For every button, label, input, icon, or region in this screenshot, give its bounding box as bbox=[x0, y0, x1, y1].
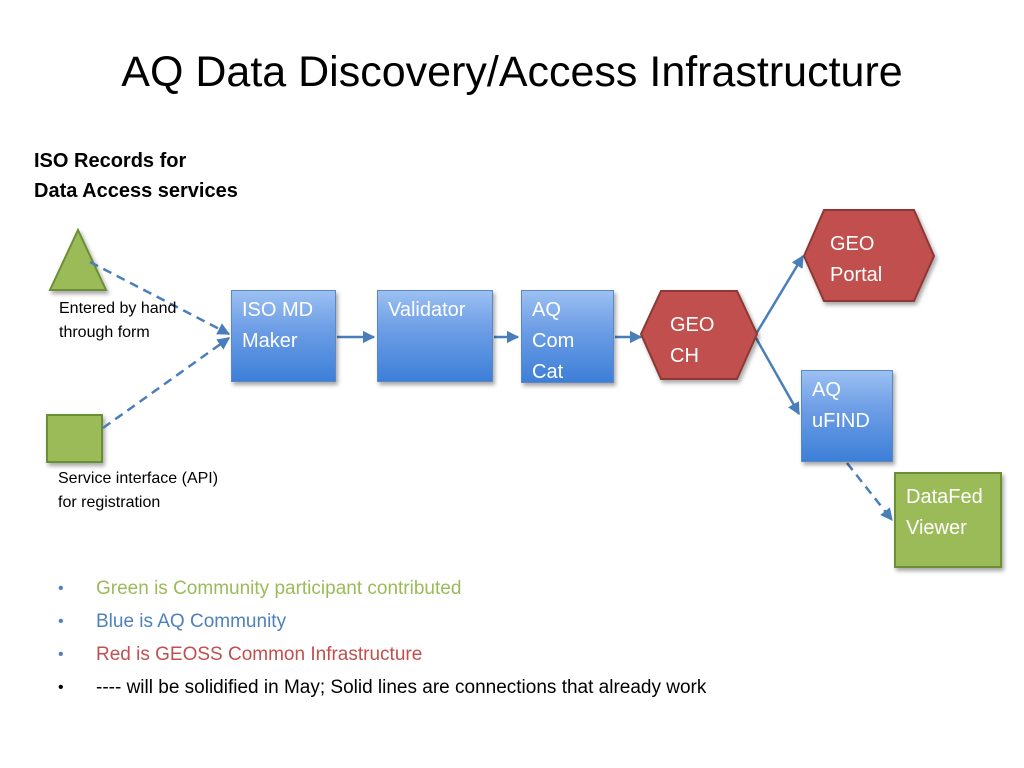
subtitle-line-1: ISO Records for bbox=[34, 150, 187, 172]
geo-portal-label: GEO Portal bbox=[830, 229, 882, 291]
legend-item-green: • Green is Community participant contrib… bbox=[58, 572, 706, 605]
form-note-line-1: Entered by hand bbox=[59, 300, 177, 317]
legend-bullet: • bbox=[58, 679, 64, 696]
geo-ch-hexagon bbox=[639, 290, 759, 380]
legend-bullet: • bbox=[58, 646, 64, 663]
geo-portal-line-1: GEO bbox=[830, 233, 875, 255]
legend-item-red: • Red is GEOSS Common Infrastructure bbox=[58, 638, 706, 671]
api-note-line-2: for registration bbox=[58, 494, 161, 511]
legend-text: Red is GEOSS Common Infrastructure bbox=[96, 644, 423, 665]
validator-node: Validator bbox=[377, 290, 493, 382]
aq-com-cat-line-1: AQ bbox=[532, 299, 561, 321]
geo-ch-line-1: GEO bbox=[670, 314, 715, 336]
connector-ufind-to-datafed bbox=[846, 462, 893, 521]
datafed-viewer-node: DataFed Viewer bbox=[894, 472, 1002, 568]
iso-md-maker-node: ISO MD Maker bbox=[231, 290, 336, 382]
form-triangle-icon bbox=[48, 227, 108, 291]
form-note-line-2: through form bbox=[59, 324, 150, 341]
aq-ufind-node: AQ uFIND bbox=[801, 370, 893, 462]
legend-text: Green is Community participant contribut… bbox=[96, 578, 462, 599]
iso-md-maker-line-2: Maker bbox=[242, 330, 298, 352]
geo-portal-hexagon bbox=[802, 209, 936, 302]
connector-api-to-maker bbox=[102, 336, 231, 430]
legend-text: ---- will be solidified in May; Solid li… bbox=[96, 677, 707, 698]
legend-bullet: • bbox=[58, 580, 64, 597]
datafed-viewer-line-2: Viewer bbox=[906, 517, 967, 539]
subtitle-line-2: Data Access services bbox=[34, 180, 238, 202]
validator-label: Validator bbox=[388, 299, 466, 321]
slide-title: AQ Data Discovery/Access Infrastructure bbox=[121, 48, 903, 96]
subtitle: ISO Records for Data Access services bbox=[34, 146, 238, 206]
legend-item-blue: • Blue is AQ Community bbox=[58, 605, 706, 638]
geo-ch-label: GEO CH bbox=[670, 310, 714, 372]
geo-ch-line-2: CH bbox=[670, 345, 699, 367]
aq-com-cat-line-2: Com bbox=[532, 330, 575, 352]
legend-item-dashed-note: • ---- will be solidified in May; Solid … bbox=[58, 671, 706, 704]
connector-geoch-to-ufind bbox=[754, 337, 801, 416]
geo-portal-line-2: Portal bbox=[830, 264, 883, 286]
iso-md-maker-line-1: ISO MD bbox=[242, 299, 314, 321]
aq-ufind-line-2: uFIND bbox=[812, 410, 870, 432]
aq-com-cat-line-3: Cat bbox=[532, 361, 564, 383]
legend-bullet: • bbox=[58, 613, 64, 630]
legend-text: Blue is AQ Community bbox=[96, 611, 287, 632]
api-square-icon bbox=[46, 414, 103, 463]
aq-com-cat-node: AQ Com Cat bbox=[521, 290, 614, 383]
connector-form-to-maker bbox=[89, 260, 231, 336]
aq-ufind-line-1: AQ bbox=[812, 379, 841, 401]
api-note: Service interface (API) for registration bbox=[58, 467, 218, 515]
api-note-line-1: Service interface (API) bbox=[58, 470, 219, 487]
legend-list: • Green is Community participant contrib… bbox=[58, 572, 706, 704]
datafed-viewer-line-1: DataFed bbox=[906, 486, 983, 508]
form-note: Entered by hand through form bbox=[59, 297, 176, 345]
connector-geoch-to-portal bbox=[754, 254, 805, 335]
